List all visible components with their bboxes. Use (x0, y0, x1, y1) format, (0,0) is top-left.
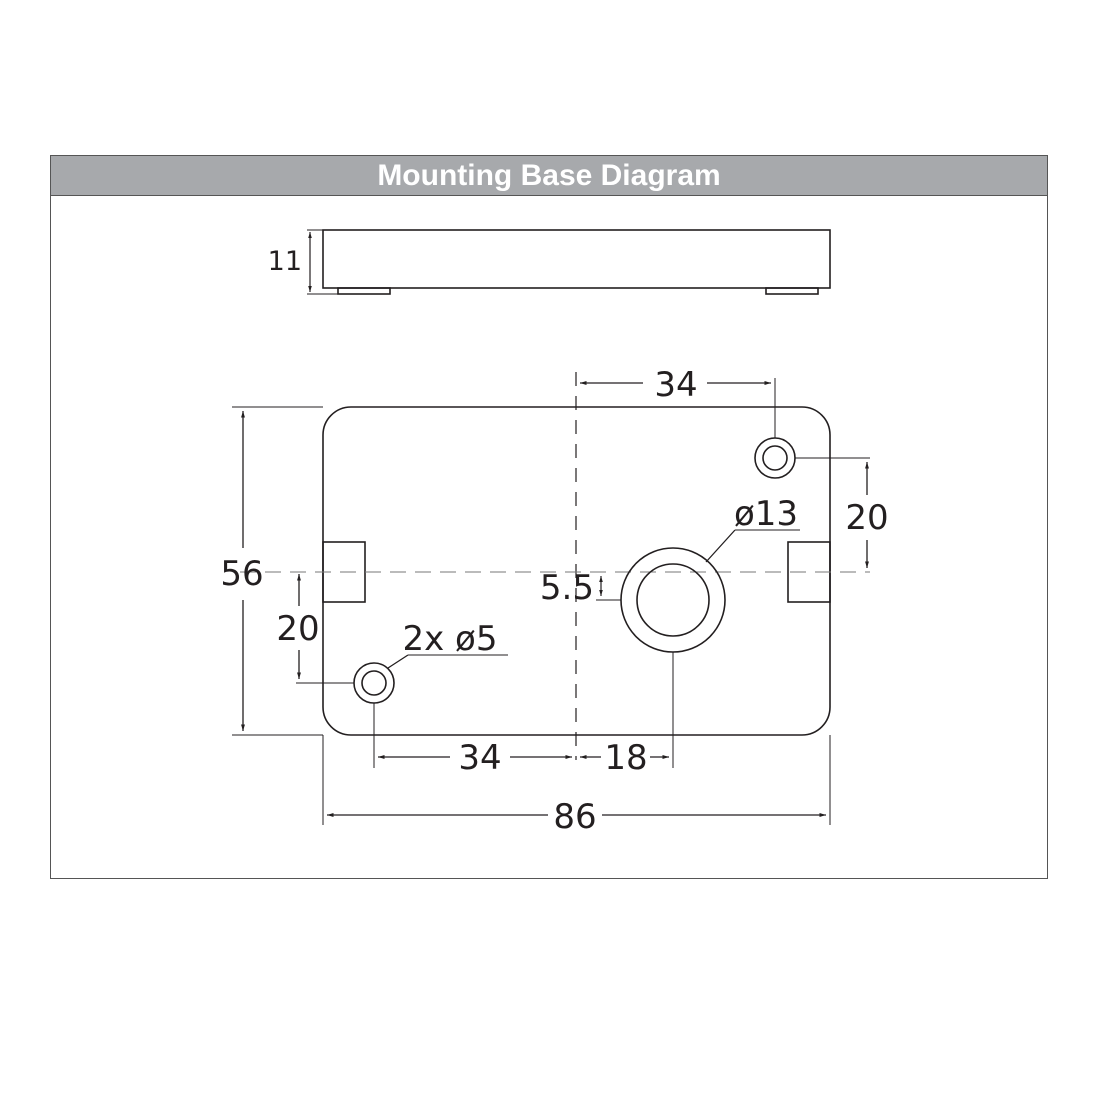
mount-hole-bottom-left (353, 662, 395, 704)
label-hole-offset-right: 20 (845, 498, 888, 538)
diagram-frame: Mounting Base Diagram (50, 155, 1048, 879)
mount-hole-top-right-inner (762, 445, 788, 471)
side-view-foot-left (337, 287, 391, 295)
center-cable-hole-inner (636, 563, 710, 637)
side-view-body (322, 229, 831, 289)
label-center-hole-offset: 18 (604, 738, 647, 778)
label-overall-height: 56 (220, 554, 263, 594)
label-center-hole-diameter: ø13 (734, 494, 798, 534)
diagram-header: Mounting Base Diagram (51, 156, 1047, 196)
line-work (232, 229, 870, 825)
label-small-holes: 2x ø5 (403, 619, 498, 659)
label-hole-offset-left: 20 (276, 609, 319, 649)
leader-line-center-hole (705, 529, 736, 563)
dimension-labels: 11 34 20 ø13 56 5.5 20 2x ø5 34 18 86 (220, 246, 888, 837)
diagram-title: Mounting Base Diagram (377, 158, 721, 192)
dimension-lines (232, 378, 870, 825)
label-hole-spacing-bottom: 34 (458, 738, 501, 778)
label-hole-spacing-top: 34 (654, 365, 697, 405)
label-height: 11 (268, 246, 302, 277)
side-view (307, 229, 831, 295)
leader-line-small-holes (387, 654, 409, 669)
mount-hole-top-right (754, 437, 796, 479)
mount-hole-bottom-left-inner (361, 670, 387, 696)
side-view-foot-right (765, 287, 819, 295)
label-center-offset: 5.5 (540, 568, 594, 608)
label-overall-width: 86 (553, 797, 596, 837)
